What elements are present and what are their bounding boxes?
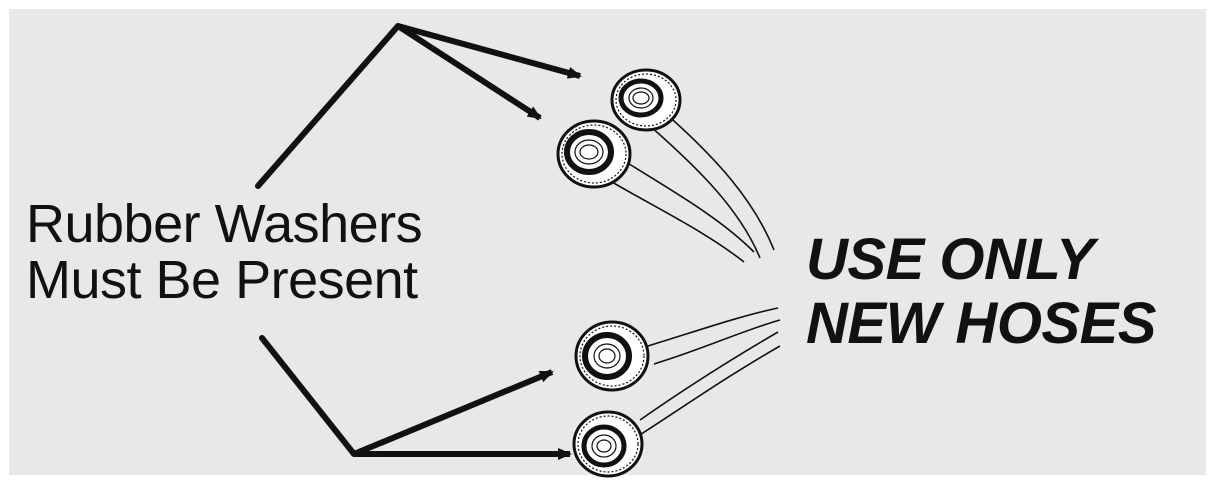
- upper-hose-tubes: [612, 112, 774, 262]
- hoses-caption-line-1: USE ONLY: [806, 228, 1156, 292]
- washers-caption-line-2: Must Be Present: [26, 252, 422, 308]
- lower-hose-tubes: [632, 308, 780, 440]
- hoses-caption: USE ONLY NEW HOSES: [806, 228, 1156, 356]
- washers-caption-line-1: Rubber Washers: [26, 196, 422, 252]
- washers-caption: Rubber Washers Must Be Present: [26, 196, 422, 308]
- arrow-icon: [354, 372, 552, 454]
- hose-fitting-icon: [576, 322, 648, 390]
- lower-leader-lines: [262, 338, 354, 454]
- hose-fitting-icon: [558, 121, 630, 187]
- upper-leader-lines: [258, 26, 398, 186]
- arrow-icon: [398, 26, 580, 76]
- hose-fitting-icon: [612, 70, 680, 130]
- arrow-icon: [398, 26, 540, 118]
- hoses-caption-line-2: NEW HOSES: [806, 292, 1156, 356]
- hose-fitting-icon: [574, 412, 642, 476]
